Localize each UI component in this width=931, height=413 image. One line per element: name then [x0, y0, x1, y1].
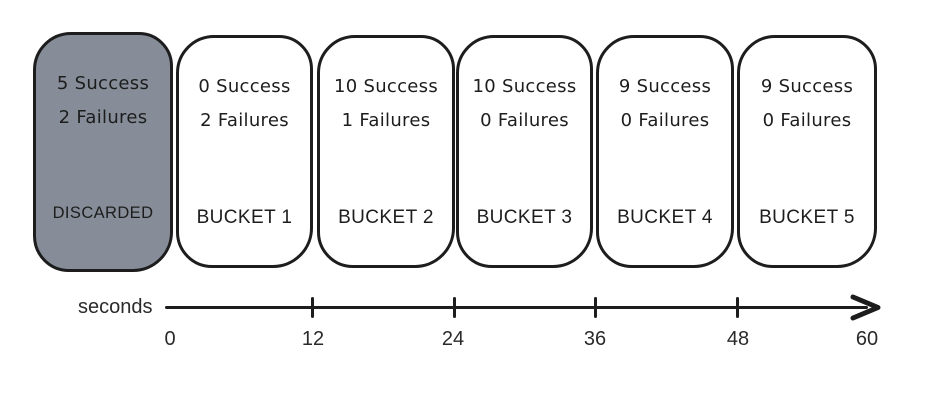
bucket-4: 9 Success 0 Failures BUCKET 4 [596, 35, 734, 268]
arrowhead-icon [850, 294, 881, 321]
failure-count: 2 Failures [58, 107, 148, 128]
axis-tick-36 [594, 297, 597, 318]
bucket-label: DISCARDED [52, 204, 154, 222]
bucket-label: BUCKET 1 [196, 207, 293, 228]
axis-caption: seconds [78, 296, 153, 318]
bucket-label: BUCKET 3 [476, 207, 573, 228]
bucket-stats: 9 Success 0 Failures [599, 70, 731, 138]
success-count: 9 Success [760, 76, 854, 97]
axis-tick-24 [453, 297, 456, 318]
success-count: 9 Success [618, 76, 712, 97]
axis-tick-label-36: 36 [583, 328, 607, 350]
bucket-stats: 5 Success 2 Failures [36, 67, 170, 135]
axis-tick-label-0: 0 [164, 328, 176, 350]
success-count: 10 Success [333, 76, 439, 97]
bucket-label: BUCKET 5 [759, 207, 855, 228]
bucket-stats: 10 Success 1 Failures [320, 70, 452, 138]
bucket-label: BUCKET 2 [338, 207, 434, 228]
axis-line [165, 306, 868, 309]
bucket-stats: 0 Success 2 Failures [179, 70, 310, 138]
failure-count: 2 Failures [200, 110, 289, 131]
bucket-2: 10 Success 1 Failures BUCKET 2 [317, 35, 455, 268]
axis-tick-label-12: 12 [301, 328, 325, 350]
bucket-3: 10 Success 0 Failures BUCKET 3 [456, 35, 593, 268]
success-count: 0 Success [198, 76, 291, 97]
failure-count: 0 Failures [620, 110, 710, 131]
bucket-label: BUCKET 4 [617, 207, 713, 228]
failure-count: 1 Failures [341, 110, 431, 131]
bucket-stats: 10 Success 0 Failures [459, 70, 590, 138]
axis-tick-label-24: 24 [441, 328, 465, 350]
axis-tick-label-48: 48 [726, 328, 750, 350]
axis-tick-12 [311, 297, 314, 318]
success-count: 5 Success [56, 73, 150, 94]
bucket-1: 0 Success 2 Failures BUCKET 1 [176, 35, 313, 268]
axis-tick-label-60: 60 [855, 328, 879, 350]
bucket-discarded: 5 Success 2 Failures DISCARDED [33, 32, 173, 272]
failure-count: 0 Failures [762, 110, 852, 131]
failure-count: 0 Failures [480, 110, 569, 131]
success-count: 10 Success [472, 76, 577, 97]
axis-tick-48 [736, 297, 739, 318]
bucket-5: 9 Success 0 Failures BUCKET 5 [737, 35, 877, 268]
bucket-stats: 9 Success 0 Failures [740, 70, 874, 138]
